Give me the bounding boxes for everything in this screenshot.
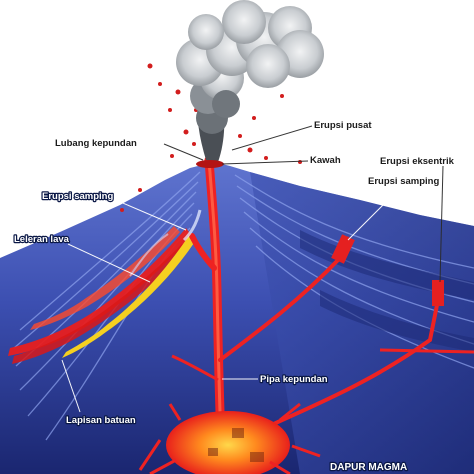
- label-leleran-lava: Leleran lava: [14, 234, 70, 245]
- dark-rock-band: [300, 230, 474, 352]
- leader-erupsi-samping-right: [347, 185, 403, 241]
- label-lapisan-batuan: Lapisan batuan: [66, 415, 136, 426]
- crater: [182, 160, 224, 242]
- label-dapur-magma: DAPUR MAGMA: [330, 462, 407, 473]
- label-lubang-kepundan: Lubang kepundan: [55, 138, 137, 149]
- label-erupsi-samping-right: Erupsi samping: [368, 176, 439, 187]
- label-erupsi-samping-left: Erupsi samping: [42, 191, 113, 202]
- label-erupsi-eksentrik: Erupsi eksentrik: [380, 156, 455, 167]
- magma-chamber: [138, 402, 321, 474]
- leader-lubang-kepundan: [163, 143, 204, 161]
- label-leaders: [61, 125, 444, 413]
- labels: Lubang kepundan Erupsi pusat Kawah Erups…: [13, 119, 456, 474]
- label-pipa-kepundan: Pipa kepundan: [260, 374, 328, 385]
- leader-leleran-lava: [67, 243, 151, 283]
- leader-erupsi-eksentrik: [439, 165, 444, 283]
- ash-cloud: [176, 0, 324, 162]
- leader-erupsi-samping-left: [117, 200, 187, 231]
- lava-flows: [8, 226, 196, 364]
- leader-kawah: [221, 160, 309, 165]
- leader-lapisan-batuan: [61, 359, 81, 413]
- label-kawah: Kawah: [310, 155, 341, 166]
- leader-erupsi-pusat: [231, 125, 313, 151]
- label-erupsi-pusat: Erupsi pusat: [314, 120, 372, 131]
